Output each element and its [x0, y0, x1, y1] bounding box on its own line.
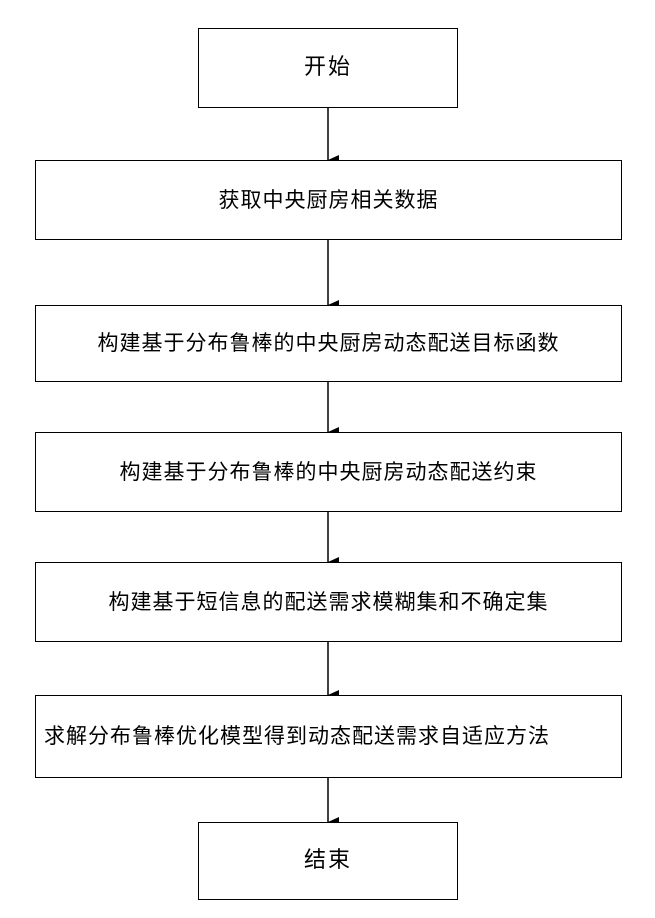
end-node: 结束 — [198, 822, 458, 900]
start-node: 开始 — [198, 28, 458, 108]
step-1-node: 获取中央厨房相关数据 — [35, 160, 622, 240]
step-3-node: 构建基于分布鲁棒的中央厨房动态配送约束 — [35, 432, 622, 512]
step-4-node: 构建基于短信息的配送需求模糊集和不确定集 — [35, 562, 622, 642]
step-2-node: 构建基于分布鲁棒的中央厨房动态配送目标函数 — [35, 305, 622, 382]
step-5-node: 求解分布鲁棒优化模型得到动态配送需求自适应方法 — [35, 695, 622, 778]
